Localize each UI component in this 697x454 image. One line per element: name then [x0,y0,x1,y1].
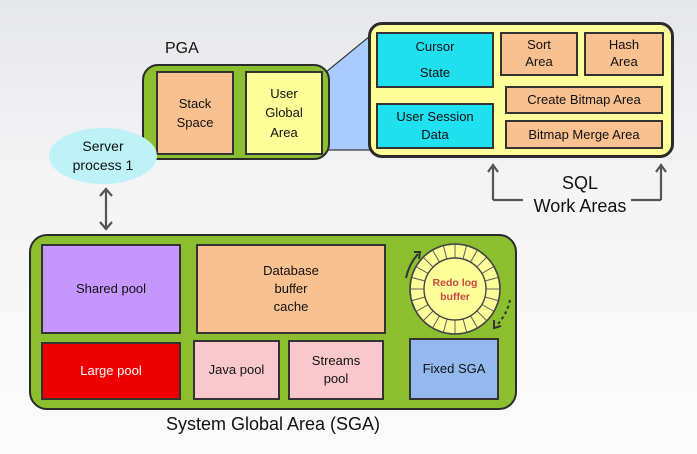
sort-area-label-2: Area [525,54,553,69]
streams-pool-box: Streams pool [288,340,384,400]
redo-log-label-2: buffer [440,291,470,304]
sga-title: System Global Area (SGA) [165,414,381,434]
cursor-state-label-2: State [419,65,451,80]
redo-log-label-1: Redo log [432,277,478,289]
fixed-sga-box: Fixed SGA [409,338,499,400]
uga-zoom-connector [325,34,371,151]
db-buffer-cache-label-1: Database [263,262,319,278]
sort-area-label-1: Sort [527,37,551,53]
db-buffer-cache-label-2: buffer [274,280,308,296]
sql-work-areas-bracket [487,163,667,202]
bitmap-merge-area-box: Bitmap Merge Area [505,120,663,149]
shared-pool-box: Shared pool [41,244,181,334]
redo-log-buffer-label: Redo log buffer [425,276,485,304]
sql-label: SQL [561,173,599,193]
double-arrow [99,187,113,231]
user-session-data-label-2: Data [421,127,449,142]
redo-curve-arrow-right [495,299,511,327]
server-process-label-1: Server [82,138,124,155]
uga-label-1: User [270,85,298,101]
double-arrow-icon [99,187,113,231]
hash-area-label-1: Hash [608,37,640,53]
server-process-ellipse: Server process 1 [49,128,157,184]
work-areas-label: Work Areas [533,195,627,216]
redo-curve-arrow-left [405,253,419,279]
redo-arrowhead-left [414,251,422,260]
db-buffer-cache-label-3: cache [273,299,309,315]
database-buffer-cache-box: Database buffer cache [196,244,386,334]
redo-log-inner-circle [423,257,487,321]
redo-log-outer-ring [409,243,501,335]
redo-arrowhead-right [493,320,502,330]
java-pool-box: Java pool [193,340,280,400]
redo-log-buffer-graphic [405,243,511,335]
stack-space-label-2: Space [176,115,214,130]
right-up-arrow [631,163,667,202]
user-session-data-label-1: User Session [396,109,474,125]
cursor-state-label-1: Cursor [415,39,455,54]
streams-pool-label-2: pool [323,371,349,386]
pga-title: PGA [165,40,199,57]
server-process-label-2: process 1 [72,157,134,173]
streams-pool-label-1: Streams [311,352,361,368]
create-bitmap-area-box: Create Bitmap Area [505,86,663,114]
uga-label-3: Area [270,124,298,140]
hash-area-label-2: Area [610,54,638,69]
large-pool-box: Large pool [41,342,181,400]
left-up-arrow [487,163,523,202]
stack-space-label-1: Stack [178,95,212,111]
uga-label-2: Global [265,105,303,121]
